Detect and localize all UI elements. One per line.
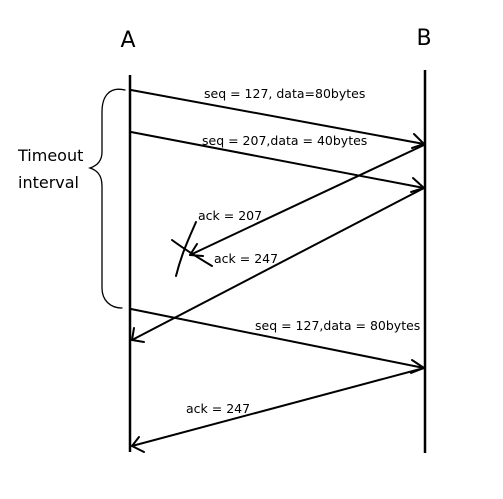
host-b-label: B: [416, 26, 431, 51]
timeout-label-line2: interval: [18, 173, 79, 192]
message-label-1: seq = 127, data=80bytes: [204, 86, 365, 101]
message-arrow-1: [130, 89, 425, 145]
timeout-brace: [87, 88, 126, 309]
message-arrow-4: [131, 187, 425, 341]
arrowhead-3: [189, 243, 204, 257]
message-arrow-5: [130, 308, 425, 369]
message-label-2: seq = 207,data = 40bytes: [202, 133, 367, 148]
message-arrow-3-lost: [189, 144, 425, 256]
arrowhead-6: [131, 436, 145, 453]
loss-mark-stroke-1: [171, 239, 213, 267]
host-a-label: A: [120, 28, 135, 53]
message-arrow-6: [131, 367, 425, 447]
message-label-6: ack = 247: [186, 401, 250, 416]
message-arrow-2: [130, 131, 425, 189]
message-label-3: ack = 207: [198, 208, 262, 223]
loss-mark-stroke-2: [175, 221, 197, 277]
message-label-4: ack = 247: [214, 251, 278, 266]
timeout-label-line1: Timeout: [17, 146, 83, 165]
arrowhead-1: [411, 133, 425, 149]
message-label-5: seq = 127,data = 80bytes: [255, 318, 420, 333]
arrowhead-4: [131, 327, 145, 343]
